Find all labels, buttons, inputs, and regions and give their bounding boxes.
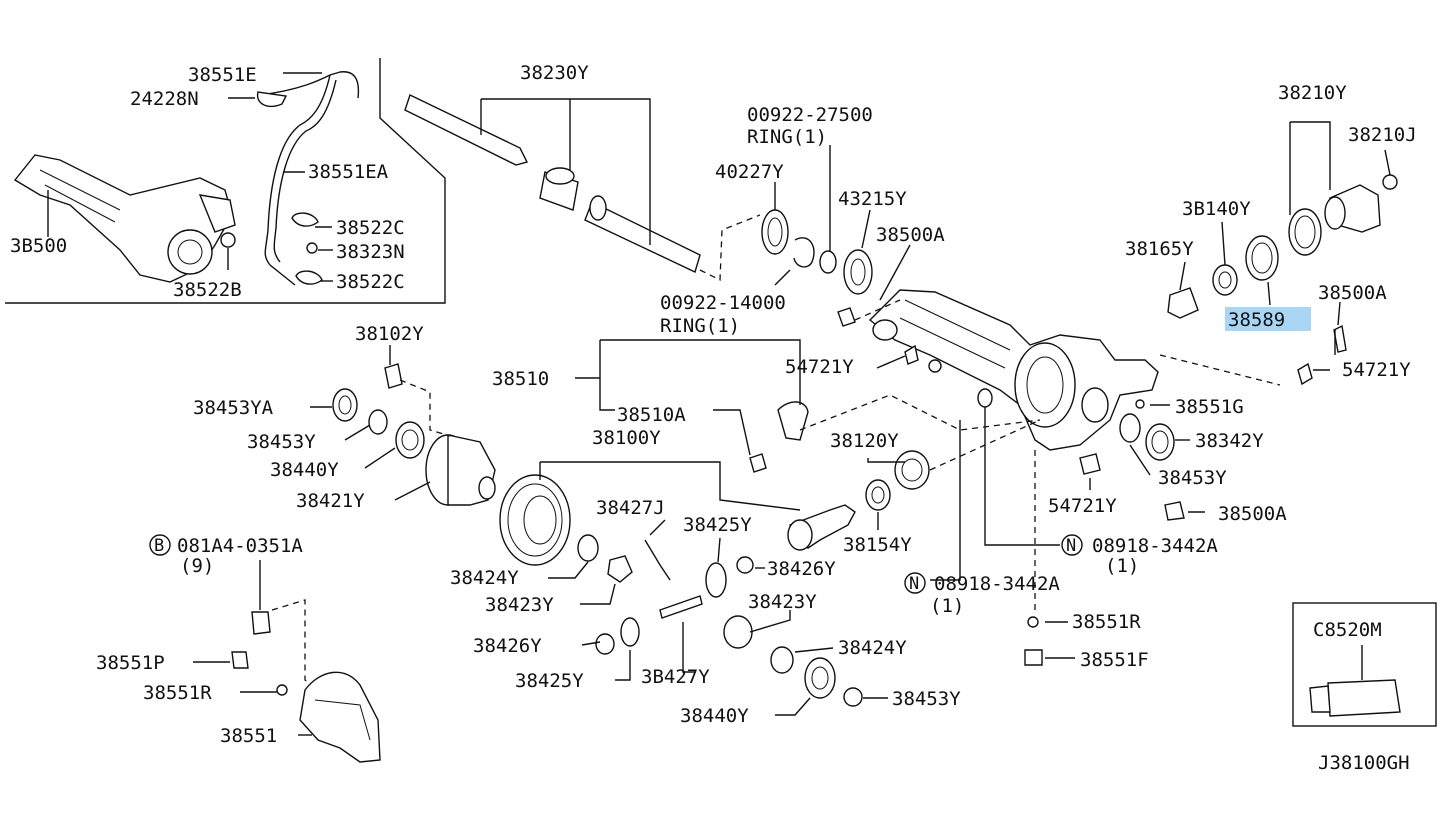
cover-group: B 081A4-0351A (9) 38551P 38551R 38551 [96,534,381,763]
footer-code: J38100GH [1318,752,1410,774]
label-38500A-right: 38500A [1318,282,1387,304]
label-38427Y: 3B427Y [641,666,710,688]
ring-gear-pinion-group: 38100Y 38120Y 38154Y [499,427,930,566]
label-qty-1-lower: (1) [930,595,964,617]
label-38500: 3B500 [10,235,67,257]
label-38210Y: 38210Y [1278,82,1347,104]
differential-case-group: 38102Y 38453YA 38453Y 38440Y 38421Y [193,323,496,512]
label-38551G: 38551G [1175,396,1244,418]
label-38210J: 38210J [1348,124,1417,146]
label-24228N: 24228N [130,88,199,110]
label-38551R-left: 38551R [143,682,212,704]
label-38140Y: 3B140Y [1182,198,1251,220]
label-38100Y: 38100Y [592,427,661,449]
b-mark: B [154,536,164,556]
spider-gear-group: 38427J 38425Y 38426Y 38424Y 38423Y 38423… [450,497,961,727]
label-38323N: 38323N [336,241,405,263]
label-38510: 38510 [492,368,549,390]
label-38500A-upper: 38500A [876,224,945,246]
label-38102Y: 38102Y [355,323,424,345]
bearing-ring-group: 00922-27500 RING(1) 40227Y 43215Y 38500A… [660,104,945,337]
label-38551E: 38551E [188,64,257,86]
pinion-flange-group: 38210Y 38210J 3B140Y 38165Y 38589 38500A… [1119,82,1417,489]
c8520m-box: C8520M [1292,602,1437,727]
label-38426Y-lower: 38426Y [473,635,542,657]
label-38421Y: 38421Y [296,490,365,512]
label-38423Y-left: 38423Y [485,594,554,616]
label-qty-1-upper: (1) [1105,555,1139,577]
n-mark-upper: N [1066,536,1076,556]
label-38424Y-right: 38424Y [838,637,907,659]
label-qty-9: (9) [180,555,214,577]
label-38230Y: 38230Y [520,62,589,84]
label-38453Y-lower: 38453Y [892,688,961,710]
label-38120Y: 38120Y [830,430,899,452]
axle-housing-38510: 54721Y 38510 38510A 38551G 54721Y 38500A [492,289,1347,610]
label-43215Y: 43215Y [838,188,907,210]
label-54721Y-center: 54721Y [785,356,854,378]
label-38453YA: 38453YA [193,397,274,419]
label-38522C-lower: 38522C [336,271,405,293]
label-38425Y-lower: 38425Y [515,670,584,692]
label-38522B: 38522B [173,279,242,301]
axle-shaft-group: 38230Y [404,62,761,282]
label-38551F: 38551F [1080,649,1149,671]
label-38453Y-right: 38453Y [1158,467,1227,489]
n-bolt-group: N 08918-3442A (1) N 08918-3442A (1) [904,388,1218,617]
label-C8520M: C8520M [1313,619,1382,641]
label-38440Y-left: 38440Y [270,459,339,481]
label-38426Y-upper: 38426Y [767,558,836,580]
label-00922-27500: 00922-27500 [747,104,873,126]
label-38342Y: 38342Y [1195,430,1264,452]
label-38522C-upper: 38522C [336,217,405,239]
label-38551: 38551 [220,725,277,747]
label-081A4-0351A: 081A4-0351A [177,535,303,557]
label-38589-highlighted[interactable]: 38589 [1228,309,1285,331]
label-38500A-lower: 38500A [1218,503,1287,525]
c8520m-frame [1292,602,1437,727]
drain-plug-group: 38551R 38551F [1024,611,1149,671]
label-38453Y-left: 38453Y [247,431,316,453]
axle-assembly-inset: 38551E 24228N 38551EA 38522C 38323N 3852… [5,58,446,304]
label-38551P: 38551P [96,652,165,674]
label-38551R-right: 38551R [1072,611,1141,633]
label-38424Y-left: 38424Y [450,567,519,589]
label-54721Y-right: 54721Y [1342,359,1411,381]
label-38165Y: 38165Y [1125,238,1194,260]
label-08918-3442A-upper: 08918-3442A [1092,535,1218,557]
label-38551EA: 38551EA [308,161,389,183]
label-38427J: 38427J [596,497,665,519]
highlight-38589 [1225,307,1311,331]
label-ring-1-upper: RING(1) [747,126,827,148]
n-mark-lower: N [909,574,919,594]
label-38154Y: 38154Y [843,534,912,556]
label-38423Y-right: 38423Y [748,591,817,613]
label-38510A: 38510A [617,404,686,426]
label-54721Y-lower: 54721Y [1048,495,1117,517]
label-38440Y-lower: 38440Y [680,705,749,727]
label-38425Y-upper: 38425Y [683,514,752,536]
label-40227Y: 40227Y [715,161,784,183]
label-08918-3442A-lower: 08918-3442A [934,573,1060,595]
label-ring-1-lower: RING(1) [660,315,740,337]
label-00922-14000: 00922-14000 [660,292,786,314]
